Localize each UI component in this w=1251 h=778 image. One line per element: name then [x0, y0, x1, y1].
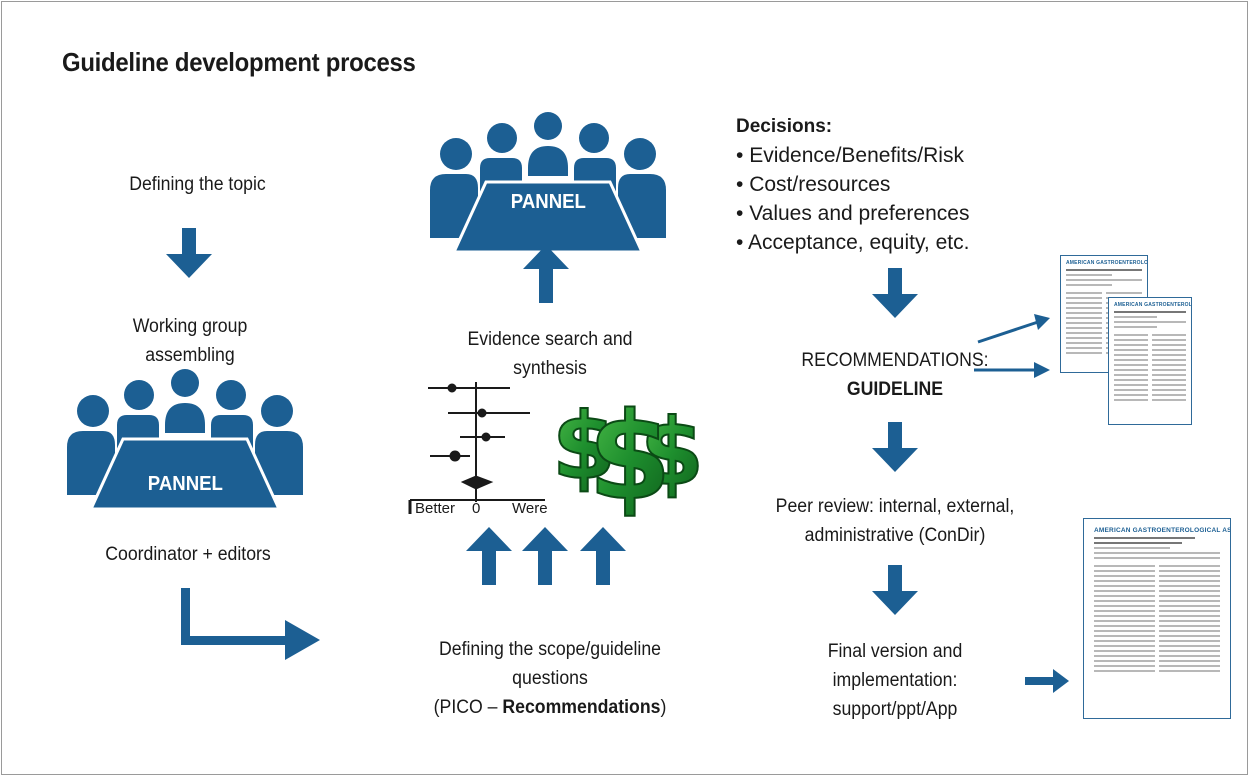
- step-defining-scope: Defining the scope/guideline questions (…: [397, 635, 704, 722]
- arrow-to-doc-2: [974, 362, 1050, 378]
- decision-item: Evidence/Benefits/Risk: [736, 141, 969, 170]
- forest-axis-zero: 0: [472, 500, 481, 517]
- step-defining-topic: Defining the topic: [129, 174, 266, 195]
- arrow-scope-up-2: [522, 527, 568, 585]
- step-scope-line1: Defining the scope/guideline: [438, 639, 662, 660]
- step-peer-review-line2: administrative (ConDir): [804, 525, 986, 546]
- panel-icon-middle: [428, 110, 668, 254]
- document-journal-title: AMERICAN GASTROENTEROLOGICAL ASSOCIATION: [1066, 260, 1148, 266]
- panel-label-left: PANNEL: [147, 473, 223, 495]
- arrow-scope-up-1: [466, 527, 512, 585]
- step-recommendations-line2: GUIDELINE: [846, 379, 944, 400]
- decision-item: Cost/resources: [736, 170, 969, 199]
- arrow-coordinator-to-scope: [181, 588, 320, 660]
- arrow-topic-to-group: [166, 228, 212, 278]
- svg-text:$: $: [552, 393, 616, 500]
- decision-item: Acceptance, equity, etc.: [736, 228, 969, 257]
- arrow-peer-review-to-final: [872, 565, 918, 615]
- step-recommendations: RECOMMENDATIONS: GUIDELINE: [774, 346, 1016, 404]
- step-evidence-line2: synthesis: [513, 358, 587, 379]
- step-final-line1: Final version and: [827, 641, 963, 662]
- step-evidence-search: Evidence search and synthesis: [438, 325, 661, 383]
- step-evidence-line1: Evidence search and: [467, 329, 633, 350]
- final-guideline-document: AMERICAN GASTROENTEROLOGICAL ASSOCIATION: [1083, 518, 1231, 719]
- document-journal-title: AMERICAN GASTROENTEROLOGICAL ASSOCIATION: [1094, 527, 1231, 534]
- step-recommendations-line1: RECOMMENDATIONS:: [801, 350, 989, 371]
- step-scope-line3-bold: Recommendations: [502, 697, 661, 718]
- dollar-signs-icon: $ $ $: [551, 387, 705, 528]
- step-working-group-line1: Working group: [132, 316, 248, 337]
- arrow-decisions-to-recommendations: [872, 268, 918, 318]
- step-working-group-line2: assembling: [145, 345, 235, 366]
- arrow-recommendations-to-peer-review: [872, 422, 918, 472]
- step-scope-line3-suffix: ): [660, 697, 667, 718]
- svg-text:$: $: [640, 399, 704, 506]
- step-scope-line3-prefix: (PICO –: [433, 697, 503, 718]
- forest-axis-left: Better: [415, 500, 456, 517]
- arrow-evidence-to-panel: [523, 245, 569, 303]
- forest-plot: [408, 382, 545, 514]
- step-final-version: Final version and implementation: suppor…: [797, 637, 992, 724]
- forest-axis-right: Were: [512, 500, 548, 517]
- step-peer-review: Peer review: internal, external, adminis…: [756, 492, 1035, 550]
- arrow-to-final-doc: [1025, 669, 1069, 693]
- step-final-line3: support/ppt/App: [832, 699, 958, 720]
- decisions-list: Decisions: Evidence/Benefits/Risk Cost/r…: [736, 112, 969, 257]
- panel-label-middle: PANNEL: [510, 191, 586, 213]
- document-journal-title: AMERICAN GASTROENTEROLOGICAL ASSOCIATION: [1114, 302, 1192, 308]
- step-scope-line3: (PICO – Recommendations): [397, 693, 704, 722]
- step-working-group: Working group assembling: [102, 312, 279, 370]
- step-coordinator: Coordinator + editors: [105, 544, 271, 565]
- arrow-to-doc-1: [977, 314, 1050, 344]
- svg-text:$: $: [588, 388, 672, 527]
- guideline-document-2: AMERICAN GASTROENTEROLOGICAL ASSOCIATION: [1108, 297, 1192, 425]
- step-final-line2: implementation:: [832, 670, 958, 691]
- step-scope-line2: questions: [512, 668, 588, 689]
- decisions-title: Decisions:: [736, 116, 833, 137]
- decision-item: Values and preferences: [736, 199, 969, 228]
- step-peer-review-line1: Peer review: internal, external,: [775, 496, 1015, 517]
- page-title: Guideline development process: [62, 47, 416, 77]
- arrow-scope-up-3: [580, 527, 626, 585]
